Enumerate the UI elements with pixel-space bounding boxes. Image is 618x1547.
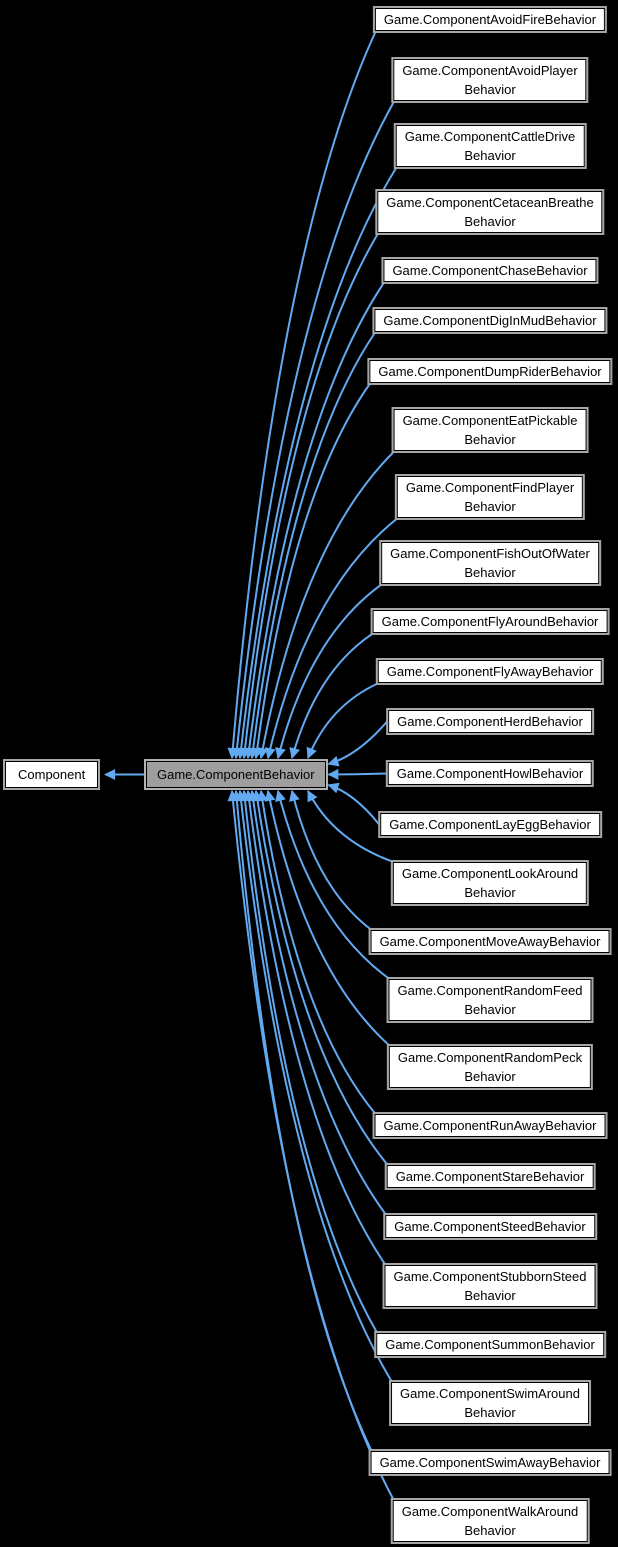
- class-node-label: Game.ComponentLayEggBehavior: [389, 817, 591, 832]
- inheritance-edge: [231, 100, 396, 760]
- class-node-label: Game.ComponentSwimAround: [400, 1386, 580, 1401]
- class-node-label: Behavior: [464, 499, 516, 514]
- class-node-label: Behavior: [464, 1288, 516, 1303]
- class-node-label: Game.ComponentStubbornSteed: [393, 1269, 587, 1284]
- class-node-label: Game.ComponentCattleDrive: [404, 129, 576, 144]
- class-node-label: Game.ComponentMoveAwayBehavior: [379, 934, 601, 949]
- derived-class-node[interactable]: Game.ComponentFlyAroundBehavior: [372, 610, 608, 633]
- derived-class-node[interactable]: Game.ComponentStareBehavior: [386, 1165, 594, 1188]
- inheritance-edge: [243, 789, 387, 1266]
- inheritance-edge: [289, 789, 373, 931]
- inheritance-edge: [239, 789, 379, 1334]
- class-node-label: Game.ComponentFlyAwayBehavior: [386, 664, 594, 679]
- class-node-label: Game.ComponentAvoidFireBehavior: [383, 12, 597, 27]
- class-node-label: Component: [18, 767, 86, 782]
- class-node-label: Game.ComponentDigInMudBehavior: [383, 313, 597, 328]
- class-node-label: Behavior: [464, 565, 516, 580]
- class-node-label: Game.ComponentSwimAwayBehavior: [379, 1455, 601, 1470]
- class-node-label: Game.ComponentFlyAroundBehavior: [381, 614, 599, 629]
- class-node-label: Game.ComponentLookAround: [401, 866, 579, 881]
- derived-class-node[interactable]: Game.ComponentFlyAwayBehavior: [377, 660, 603, 683]
- inheritance-edge: [257, 789, 377, 1115]
- current-class-node-componentbehavior: Game.ComponentBehavior: [146, 761, 326, 788]
- class-node-label: Game.ComponentChaseBehavior: [392, 263, 588, 278]
- class-node-label: Behavior: [464, 432, 516, 447]
- inheritance-edge: [307, 790, 395, 863]
- inheritance-edge: [327, 782, 380, 826]
- class-node-label: Game.ComponentBehavior: [157, 767, 315, 782]
- derived-class-node[interactable]: Game.ComponentHerdBehavior: [388, 710, 592, 733]
- inheritance-edge: [306, 682, 380, 760]
- class-node-label: Game.ComponentRandomFeed: [397, 983, 583, 998]
- class-node-label: Game.ComponentFishOutOfWater: [390, 546, 590, 561]
- derived-class-node[interactable]: Game.ComponentMoveAwayBehavior: [370, 930, 610, 953]
- derived-class-node[interactable]: Game.ComponentDumpRiderBehavior: [369, 360, 611, 383]
- inheritance-edge: [257, 450, 396, 760]
- derived-class-node[interactable]: Game.ComponentLayEggBehavior: [380, 813, 600, 836]
- class-node-label: Behavior: [464, 214, 516, 229]
- class-node-label: Game.ComponentEatPickable: [402, 413, 578, 428]
- inheritance-edge: [252, 789, 389, 1166]
- base-class-node-component[interactable]: Component: [5, 761, 99, 788]
- inheritance-edge: [264, 517, 399, 760]
- derived-class-node[interactable]: Game.ComponentAvoidFireBehavior: [374, 8, 606, 31]
- derived-class-node[interactable]: Game.ComponentDigInMudBehavior: [374, 309, 606, 332]
- inheritance-edge: [227, 789, 395, 1501]
- inheritance-edge: [235, 166, 398, 760]
- inheritance-edge: [243, 281, 386, 760]
- class-node-label: Game.ComponentDumpRiderBehavior: [378, 364, 602, 379]
- class-node-label: Game.ComponentFindPlayer: [405, 480, 575, 495]
- derived-class-node[interactable]: Game.ComponentHowlBehavior: [387, 762, 593, 785]
- class-node-label: Behavior: [464, 148, 516, 163]
- class-node-label: Behavior: [464, 1405, 516, 1420]
- class-node-label: Game.ComponentRandomPeck: [397, 1050, 583, 1065]
- inheritance-edge: [275, 789, 391, 980]
- class-node-label: Behavior: [464, 885, 516, 900]
- inheritance-edge: [239, 232, 380, 760]
- class-node-label: Game.ComponentSteedBehavior: [394, 1219, 586, 1234]
- inheritance-edge: [275, 583, 383, 760]
- inheritance-edge: [327, 768, 387, 780]
- class-node-label: Game.ComponentRunAwayBehavior: [383, 1118, 597, 1133]
- inheritance-edge: [264, 789, 391, 1047]
- inheritance-edge: [247, 331, 377, 760]
- class-node-label: Game.ComponentWalkAround: [401, 1504, 579, 1519]
- derived-class-node[interactable]: Game.ComponentSteedBehavior: [385, 1215, 595, 1238]
- inheritance-edge: [289, 632, 375, 760]
- inheritance-edge: [251, 382, 372, 760]
- inheritance-edge: [247, 789, 388, 1216]
- inheritance-edge: [327, 720, 388, 767]
- class-node-label: Game.ComponentStareBehavior: [395, 1169, 585, 1184]
- class-node-label: Game.ComponentSummonBehavior: [385, 1337, 595, 1352]
- class-node-label: Game.ComponentHowlBehavior: [396, 766, 584, 781]
- class-node-label: Game.ComponentCetaceanBreathe: [386, 195, 594, 210]
- class-node-label: Behavior: [464, 82, 516, 97]
- derived-class-node[interactable]: Game.ComponentChaseBehavior: [383, 259, 597, 282]
- class-node-label: Game.ComponentAvoidPlayer: [402, 63, 578, 78]
- class-node-label: Behavior: [464, 1069, 516, 1084]
- class-node-label: Game.ComponentHerdBehavior: [397, 714, 583, 729]
- derived-class-node[interactable]: Game.ComponentSummonBehavior: [376, 1333, 604, 1356]
- inheritance-edge: [235, 789, 393, 1383]
- class-node-label: Behavior: [464, 1523, 516, 1538]
- derived-class-node[interactable]: Game.ComponentSwimAwayBehavior: [370, 1451, 610, 1474]
- derived-class-node[interactable]: Game.ComponentRunAwayBehavior: [374, 1114, 606, 1137]
- inheritance-edge: [227, 30, 377, 760]
- class-node-label: Behavior: [464, 1002, 516, 1017]
